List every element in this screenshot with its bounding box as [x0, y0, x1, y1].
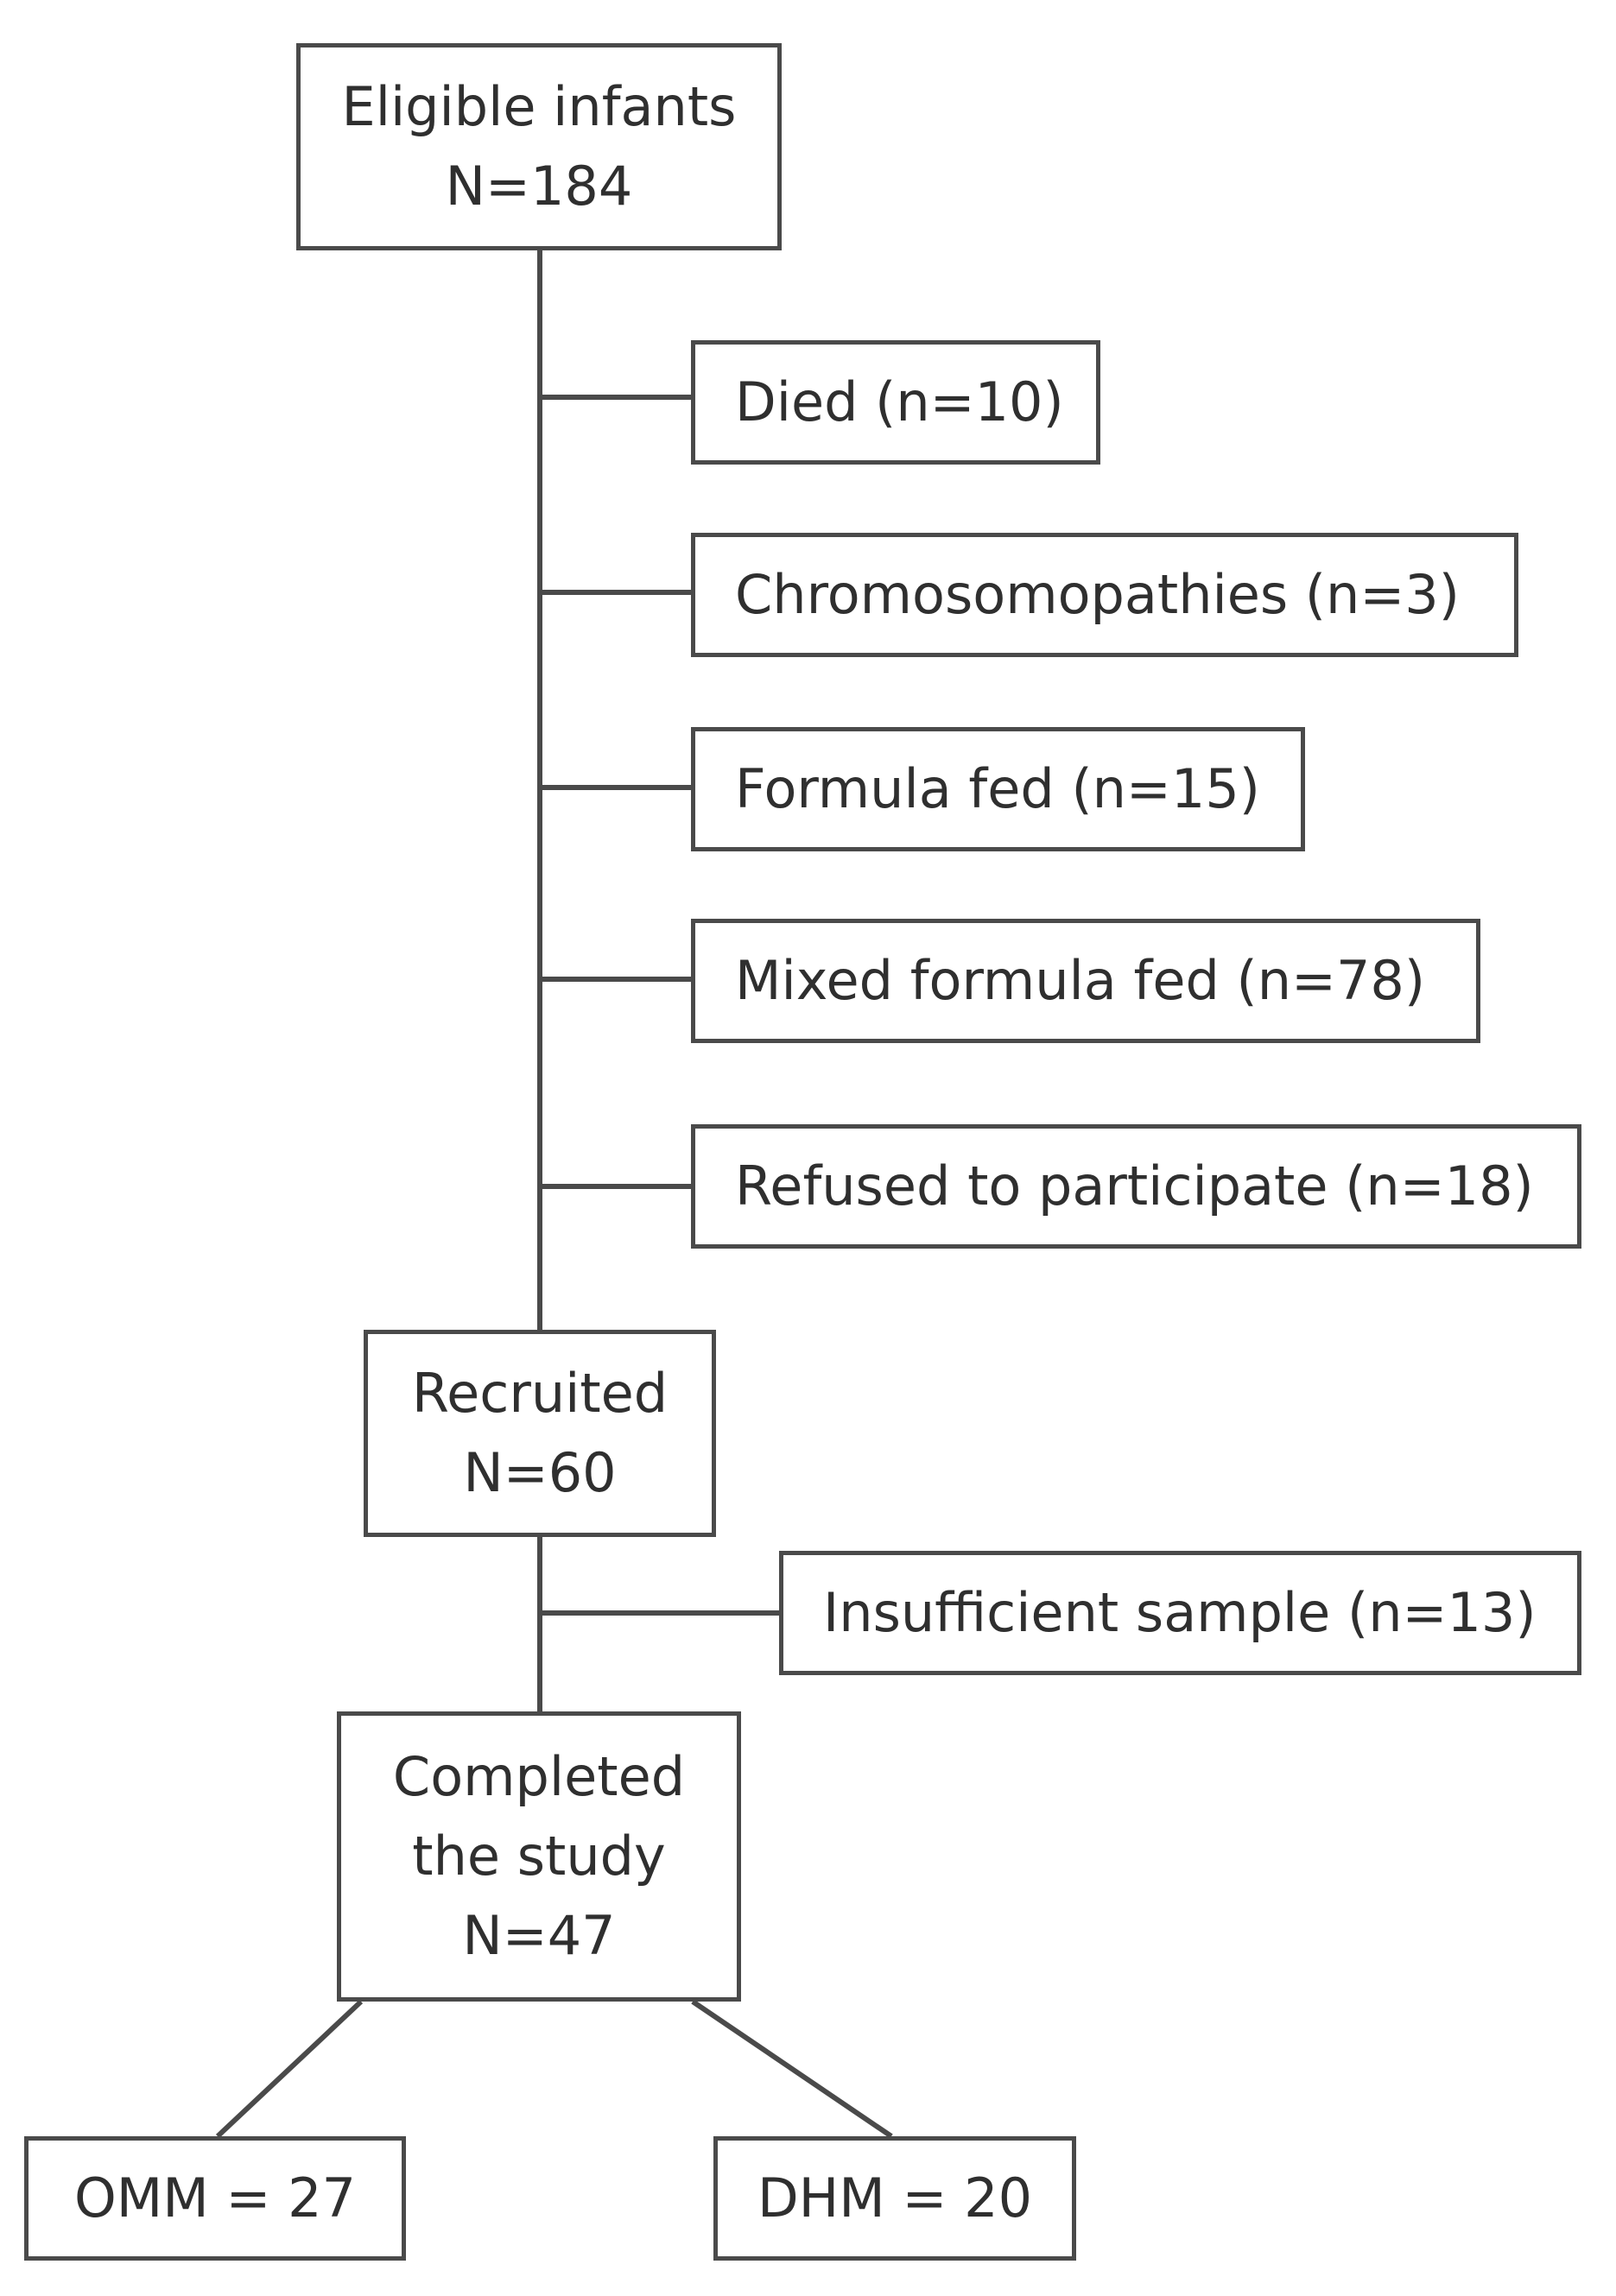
exclusion-chromosomopathies-box: Chromosomopathies (n=3)	[691, 533, 1518, 657]
split-right	[691, 1999, 893, 2139]
dhm-label: DHM = 20	[757, 2166, 1033, 2230]
completed-line1: Completed	[392, 1745, 686, 1808]
eligible-count: N=184	[445, 155, 633, 218]
exclusion-refused-box: Refused to participate (n=18)	[691, 1124, 1581, 1249]
completed-count: N=47	[462, 1904, 616, 1967]
exclusion-died-label: Died (n=10)	[735, 370, 1064, 433]
completed-line2: the study	[412, 1825, 666, 1888]
exclusion-mixed-formula-fed-box: Mixed formula fed (n=78)	[691, 919, 1480, 1043]
exclusion-died-box: Died (n=10)	[691, 340, 1100, 465]
split-left	[215, 1999, 364, 2139]
exclusion-refused-label: Refused to participate (n=18)	[735, 1154, 1534, 1218]
recruited-label: Recruited	[411, 1362, 669, 1425]
insufficient-sample-box: Insufficient sample (n=13)	[779, 1551, 1581, 1675]
completed-study-box: Completed the study N=47	[337, 1711, 741, 2002]
insufficient-sample-label: Insufficient sample (n=13)	[823, 1581, 1537, 1644]
omm-box: OMM = 27	[24, 2136, 406, 2261]
exclusion-formula-fed-label: Formula fed (n=15)	[735, 757, 1260, 820]
recruited-count: N=60	[463, 1441, 617, 1504]
exclusion-mixed-formula-fed-label: Mixed formula fed (n=78)	[735, 949, 1426, 1012]
exclusion-formula-fed-box: Formula fed (n=15)	[691, 727, 1305, 851]
exclusion-chromosomopathies-label: Chromosomopathies (n=3)	[735, 563, 1460, 626]
recruited-box: Recruited N=60	[364, 1330, 716, 1537]
eligible-infants-box: Eligible infants N=184	[296, 43, 782, 250]
omm-label: OMM = 27	[73, 2166, 357, 2230]
eligible-label: Eligible infants	[341, 75, 737, 138]
dhm-box: DHM = 20	[713, 2136, 1076, 2261]
